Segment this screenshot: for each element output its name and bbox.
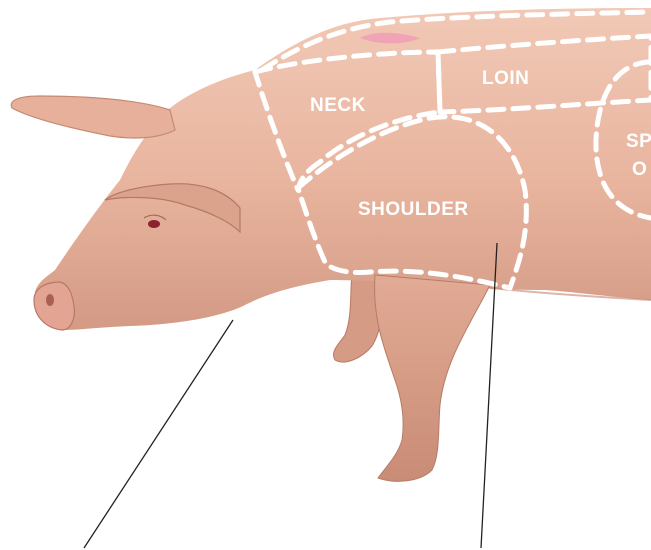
pig-ear xyxy=(11,96,175,138)
spare-ribs-label-line1: SP xyxy=(626,131,651,152)
leader-line-jowl xyxy=(84,320,233,548)
shoulder-label: SHOULDER xyxy=(358,199,469,220)
neck-label: NECK xyxy=(310,95,366,116)
pig-nostril xyxy=(46,294,54,306)
loin-label: LOIN xyxy=(482,68,529,89)
pig-snout xyxy=(34,282,74,330)
spare-ribs-label-line2: O xyxy=(632,159,647,180)
pig-near-front-leg xyxy=(375,275,490,481)
pig-eye xyxy=(148,220,160,228)
